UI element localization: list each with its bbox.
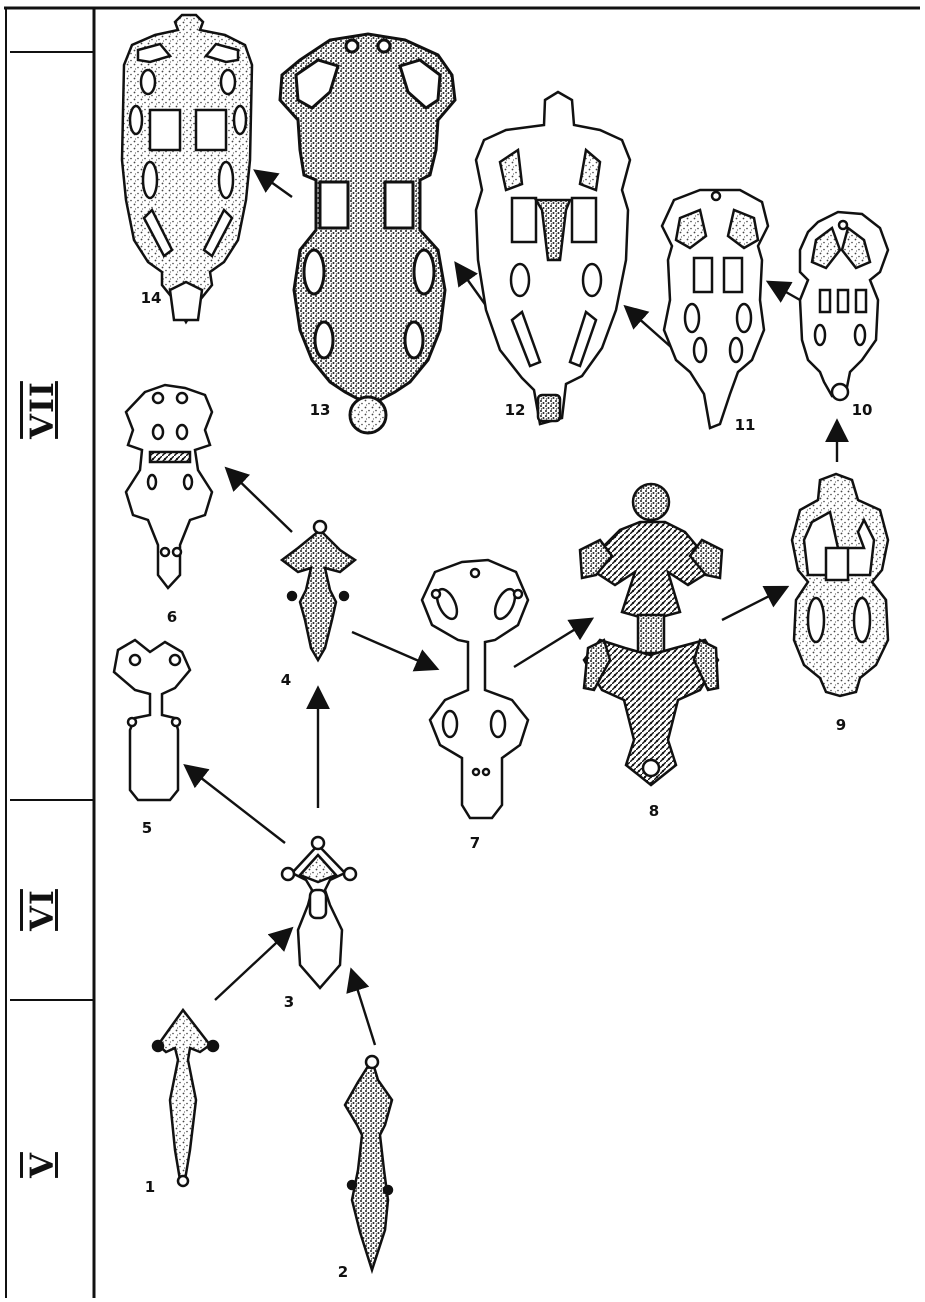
fibula-1-drawing	[153, 1010, 218, 1186]
fibula-7-drawing	[422, 560, 528, 818]
fibula-9-drawing	[792, 474, 888, 696]
fibula-13-drawing	[280, 34, 455, 433]
figure-label-2: 2	[338, 1263, 348, 1281]
fibula-12-drawing	[476, 92, 630, 424]
figure-label-3: 3	[284, 993, 294, 1011]
figure-label-12: 12	[505, 401, 526, 419]
arrow-4-to-6	[228, 470, 292, 532]
fibula-2-drawing	[345, 1056, 392, 1270]
arrow-3-to-5	[187, 767, 285, 843]
figure-label-8: 8	[649, 802, 659, 820]
fibula-6-drawing	[126, 385, 212, 588]
arrow-1-to-3	[215, 930, 290, 1000]
period-label-vii: VII	[23, 381, 61, 439]
fibula-3-drawing	[282, 837, 356, 988]
period-label-v: V	[23, 1152, 61, 1178]
figure-label-11: 11	[735, 416, 756, 434]
fibula-11-drawing	[662, 190, 768, 428]
arrow-13-to-14	[257, 172, 292, 197]
figure-label-9: 9	[836, 716, 846, 734]
arrow-2-to-3	[352, 972, 375, 1045]
arrow-4-to-7	[352, 632, 435, 668]
arrow-7-to-8	[514, 620, 590, 667]
fibula-4-drawing	[282, 521, 355, 660]
figure-label-6: 6	[167, 608, 177, 626]
period-label-vi: VI	[23, 889, 61, 931]
fibula-8-drawing	[580, 484, 722, 785]
figure-label-1: 1	[145, 1178, 155, 1196]
arrow-10-to-11	[770, 283, 800, 300]
figure-label-4: 4	[281, 671, 291, 689]
fibula-14-drawing	[122, 15, 252, 322]
figure-label-7: 7	[470, 834, 480, 852]
figure-label-14: 14	[141, 289, 162, 307]
fibula-5-drawing	[114, 640, 190, 800]
fibula-10-drawing	[800, 212, 888, 400]
figure-label-10: 10	[852, 401, 873, 419]
figure-label-13: 13	[310, 401, 331, 419]
arrow-8-to-9	[722, 588, 785, 620]
figure-label-5: 5	[142, 819, 152, 837]
